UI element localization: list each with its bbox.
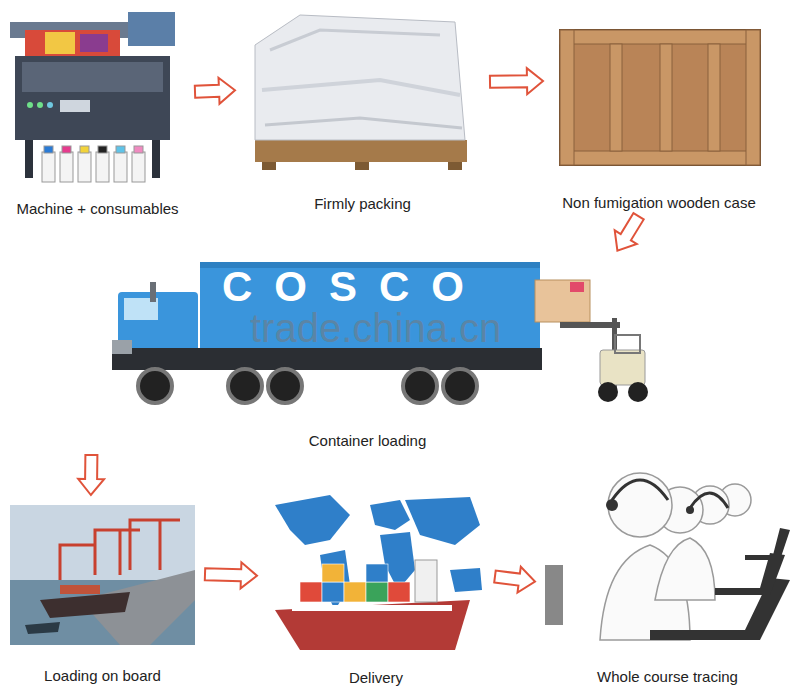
crate-illustration [560,30,760,165]
stage-card: Whole course tracing [540,450,795,686]
stage-caption: Machine + consumables [16,200,178,218]
port-photo [10,505,195,645]
flow-arrow [490,68,543,94]
flow-arrow [615,213,644,251]
stage-caption: Firmly packing [314,195,411,213]
watermark: trade.china.cn [250,308,501,348]
packing-illustration [255,15,467,170]
flow-arrow [195,78,235,104]
stage-card: Delivery [262,485,490,687]
truck-illustration [112,262,648,403]
stage-caption: Non fumigation wooden case [562,194,755,212]
printer-illustration [10,12,175,182]
stage-card: Firmly packing [240,8,485,213]
flow-arrow [494,567,535,593]
flow-arrow [78,455,104,495]
stage-card: Non fumigation wooden case [548,22,770,212]
container-logo: COSCO [222,266,486,308]
stage-card: Machine + consumables [5,8,190,218]
stage-card: Loading on board [5,500,200,685]
stage-caption: Whole course tracing [597,668,738,686]
callcenter-illustration [545,473,790,640]
stage-caption: Loading on board [44,667,161,685]
stage-caption: Delivery [349,669,403,687]
flow-arrow [205,562,257,588]
map-illustration [275,495,482,650]
stage-caption: Container loading [309,432,427,450]
